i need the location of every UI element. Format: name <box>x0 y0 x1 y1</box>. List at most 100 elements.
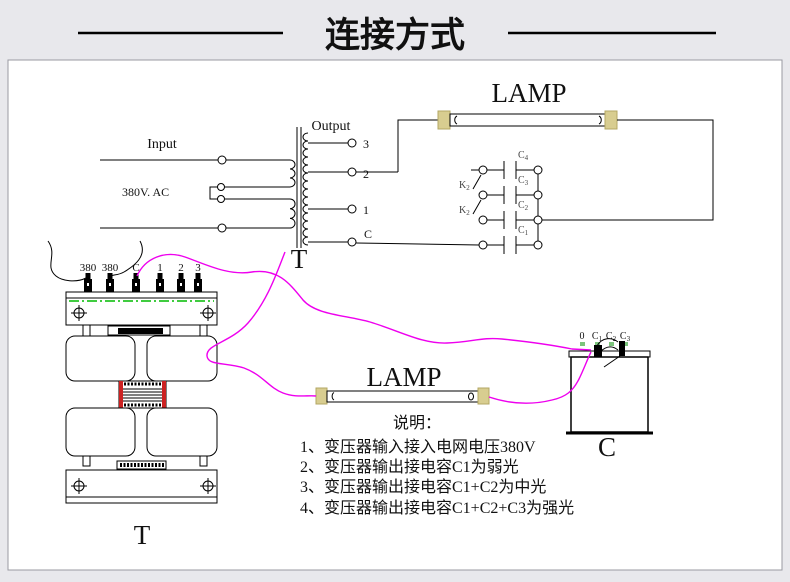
capacitor-bank: C4 K2 C3 K2 C2 C1 <box>459 150 543 254</box>
switch-label-2: K2 <box>459 205 470 217</box>
lamp-endcap-right <box>604 110 618 130</box>
coil-row2-left <box>65 407 136 457</box>
secondary-coil <box>302 132 309 246</box>
output-terminal-3-label: 3 <box>363 137 369 151</box>
note-line-4: 4、变压器输出接电容C1+C2+C3为强光 <box>300 499 574 517</box>
primary-coil-bottom <box>289 198 296 229</box>
coil-row2-right <box>146 407 218 457</box>
lamp-left-lead <box>397 119 438 172</box>
post-380-2: 380 <box>102 262 119 292</box>
post-1: 1 <box>156 262 164 292</box>
schematic-lamp-label: LAMP <box>491 78 566 108</box>
output-lamp-tube <box>326 390 479 403</box>
wire-transformer-to-box <box>136 253 592 351</box>
lamp-tube <box>449 113 606 127</box>
post-2-label: 2 <box>178 262 184 274</box>
box-jumper-1 <box>596 338 619 347</box>
top-strip <box>118 328 163 334</box>
winding-red-left <box>119 381 123 408</box>
cap-label-c3: C3 <box>518 175 529 187</box>
post-1-label: 1 <box>157 262 163 274</box>
mains-wire-2 <box>109 240 143 278</box>
switch-blade-2 <box>472 199 482 215</box>
output-terminal-3 <box>347 138 357 148</box>
output-lamp-electrode-right <box>468 392 474 401</box>
cap-row1-left-terminal <box>478 165 488 175</box>
cap-row2-right-terminal <box>533 190 543 200</box>
cap-row2-left-terminal <box>478 190 488 200</box>
lamp-right-lead <box>542 119 714 221</box>
lamp-endcap-left <box>437 110 451 130</box>
center-tap-terminal-2 <box>217 195 225 203</box>
mount-hole-bottom-right <box>200 478 216 494</box>
output-terminal-c <box>347 237 357 247</box>
cap-label-c2: C2 <box>518 200 529 212</box>
diagram-panel <box>7 59 783 571</box>
wire-lamp-to-box <box>488 351 592 404</box>
output-terminal-1-label: 1 <box>363 203 369 217</box>
notes-heading: 说明： <box>393 414 441 432</box>
box-terminal-c1-label: C1 <box>592 331 603 343</box>
bottom-strip-outline <box>116 460 167 470</box>
post-380-1: 380 <box>80 262 97 292</box>
output-lamp-endcap-left <box>315 387 328 405</box>
center-tap-link <box>209 186 221 200</box>
note-line-2: 2、变压器输出接电容C1为弱光 <box>300 458 519 476</box>
line-c-extension <box>355 242 480 246</box>
cap-row4-right-terminal <box>533 240 543 250</box>
schematic-transformer: Input 380V. AC Output 3 2 1 C <box>100 119 480 274</box>
mount-hole-bottom-left <box>71 478 87 494</box>
transformer-terminals: 380 380 C 1 2 3 <box>80 262 202 292</box>
page-title: 连接方式 <box>325 16 465 55</box>
post-380-2-label: 380 <box>102 262 119 274</box>
output-label: Output <box>312 119 351 134</box>
rail-bottom-right <box>199 455 208 467</box>
post-3: 3 <box>194 262 202 292</box>
output-terminal-2-label: 2 <box>363 167 369 181</box>
mount-hole-top-right <box>200 305 216 321</box>
lamp-electrode-right <box>598 115 602 125</box>
output-lamp-electrode-left <box>331 392 335 401</box>
coil-row1-right <box>146 335 218 382</box>
box-terminal-c3-label: C3 <box>620 331 631 343</box>
post-c-label: C <box>132 262 139 274</box>
note-line-3: 3、变压器输出接电容C1+C2为中光 <box>300 478 546 496</box>
box-terminal-c1-tick <box>595 342 600 346</box>
title-block: 连接方式 <box>78 16 716 55</box>
switch-label-1: K2 <box>459 180 470 192</box>
cap-row3-right-terminal <box>533 215 543 225</box>
box-terminal-0-label: 0 <box>580 331 585 342</box>
cap-label-c1: C1 <box>518 225 529 237</box>
top-clamp-bar <box>65 291 218 326</box>
wire-transformer-to-lamp <box>206 251 317 397</box>
box-lead <box>603 355 621 368</box>
winding-red-right <box>162 381 166 408</box>
rail-bottom-left <box>82 455 91 467</box>
note-line-1: 1、变压器输入接入电网电压380V <box>300 438 536 456</box>
output-lamp: LAMP <box>315 362 490 405</box>
box-post-2 <box>619 341 625 356</box>
box-terminal-c3-tick <box>623 342 628 346</box>
post-c: C <box>132 262 140 292</box>
coil-row1-left <box>65 335 136 382</box>
center-winding <box>118 380 167 409</box>
notes-block: 说明： 1、变压器输入接入电网电压380V 2、变压器输出接电容C1为弱光 3、… <box>300 414 574 517</box>
top-strip-outline <box>107 325 171 336</box>
output-terminal-c-label: C <box>364 227 372 241</box>
voltage-label: 380V. AC <box>122 185 169 199</box>
transformer-unit-label: T <box>134 520 151 550</box>
cap-row1-right-terminal <box>533 165 543 175</box>
box-jumper-2 <box>599 346 619 353</box>
schematic-transformer-label: T <box>291 244 308 274</box>
schematic-lamp: LAMP <box>397 78 714 221</box>
capacitor-box: 0 C1 C2 C3 C <box>566 331 653 462</box>
mains-wire-1 <box>47 240 87 282</box>
center-tap-terminal-1 <box>217 183 225 191</box>
output-terminal-1 <box>347 204 357 214</box>
bottom-clamp-bar <box>65 469 218 504</box>
box-terminal-0-tick <box>580 342 585 346</box>
box-terminal-c2-tick <box>609 342 614 346</box>
capacitor-box-label: C <box>598 432 616 462</box>
